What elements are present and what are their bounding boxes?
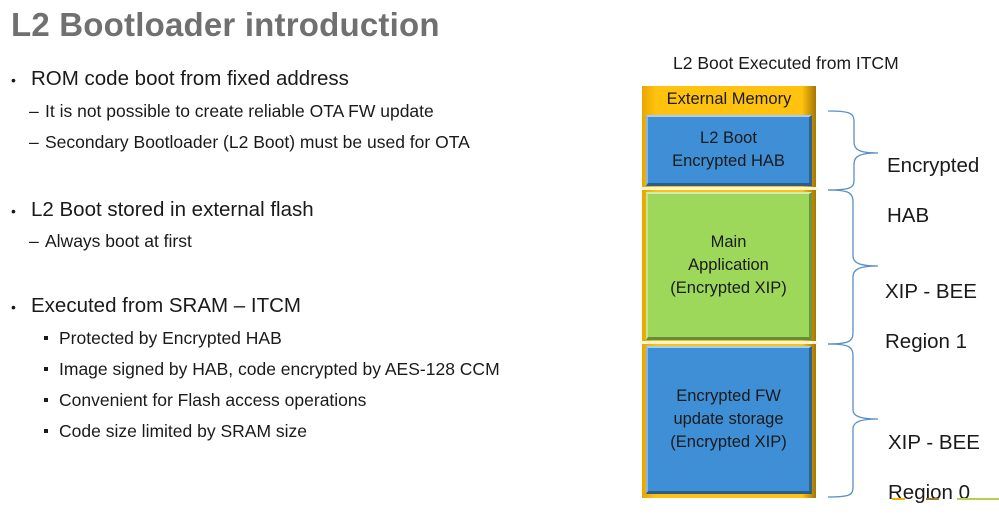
brace-region-0 bbox=[827, 343, 879, 498]
region-label-line: Region 0 bbox=[888, 481, 971, 504]
bullet-item: • Executed from SRAM – ITCM bbox=[11, 294, 301, 318]
sub-bullet-text: It is not possible to create reliable OT… bbox=[45, 101, 434, 121]
sub-bullet-item: – It is not possible to create reliable … bbox=[29, 101, 434, 122]
block-label-line: (Encrypted XIP) bbox=[670, 279, 787, 297]
block-label-line: Encrypted FW bbox=[676, 387, 781, 405]
block-label-line: (Encrypted XIP) bbox=[670, 433, 787, 451]
square-marker bbox=[44, 367, 48, 371]
bullet-list: • ROM code boot from fixed address – It … bbox=[11, 67, 500, 442]
block-divider bbox=[640, 341, 818, 344]
region-braces bbox=[827, 110, 879, 498]
fw-update-storage-block: Encrypted FW update storage (Encrypted X… bbox=[646, 346, 812, 494]
sub-bullet-text: Protected by Encrypted HAB bbox=[59, 328, 282, 348]
diagram-title: L2 Boot Executed from ITCM bbox=[673, 53, 899, 73]
region-label-line: XIP - BEE bbox=[885, 280, 977, 303]
brace-region-1 bbox=[827, 189, 879, 345]
bullet-text: Executed from SRAM – ITCM bbox=[31, 294, 301, 317]
sub-bullet-text: Convenient for Flash access operations bbox=[59, 390, 367, 410]
region-label-line: Region 1 bbox=[885, 330, 968, 353]
sub-bullet-item: – Secondary Bootloader (L2 Boot) must be… bbox=[29, 132, 470, 153]
bullet-item: • ROM code boot from fixed address bbox=[11, 67, 349, 91]
bullet-text: L2 Boot stored in external flash bbox=[31, 198, 314, 221]
sub-bullet-item: Image signed by HAB, code encrypted by A… bbox=[44, 359, 500, 380]
block-label-line: L2 Boot bbox=[700, 129, 757, 147]
footer-decor-strip bbox=[957, 498, 999, 500]
square-marker bbox=[44, 429, 48, 433]
square-marker bbox=[44, 398, 48, 402]
bullet-item: • L2 Boot stored in external flash bbox=[11, 198, 314, 222]
block-label-line: Application bbox=[688, 256, 769, 274]
brace-encrypted-hab bbox=[827, 110, 879, 191]
sub-bullet-item: Convenient for Flash access operations bbox=[44, 390, 367, 411]
footer-decor-strip bbox=[892, 498, 905, 500]
sub-bullet-item: Code size limited by SRAM size bbox=[44, 421, 307, 442]
block-label-line: update storage bbox=[673, 410, 784, 428]
main-application-block: Main Application (Encrypted XIP) bbox=[646, 192, 812, 340]
region-label-line: HAB bbox=[887, 204, 930, 227]
external-memory-label: External Memory bbox=[666, 90, 792, 108]
region-label-line: XIP - BEE bbox=[888, 431, 980, 454]
sub-bullet-item: – Always boot at first bbox=[29, 231, 192, 252]
footer-decor-strip bbox=[926, 498, 939, 500]
sub-bullet-text: Always boot at first bbox=[45, 231, 192, 251]
block-divider bbox=[640, 187, 818, 190]
bullet-marker: • bbox=[11, 299, 16, 315]
slide-title: L2 Bootloader introduction bbox=[11, 6, 440, 43]
dash-marker: – bbox=[29, 231, 39, 251]
dash-marker: – bbox=[29, 101, 39, 121]
block-label-line: Encrypted HAB bbox=[672, 152, 785, 170]
bullet-marker: • bbox=[11, 72, 16, 88]
region-label-xip-bee-1: XIP - BEE Region 1 bbox=[885, 254, 977, 379]
sub-bullet-text: Code size limited by SRAM size bbox=[59, 421, 307, 441]
l2-boot-block: L2 Boot Encrypted HAB bbox=[646, 115, 812, 186]
region-label-encrypted-hab: Encrypted HAB bbox=[887, 128, 979, 253]
region-label-line: Encrypted bbox=[887, 154, 980, 177]
bullet-marker: • bbox=[11, 203, 16, 219]
block-label-line: Main bbox=[710, 233, 747, 251]
dash-marker: – bbox=[29, 132, 39, 152]
square-marker bbox=[44, 336, 48, 340]
region-label-xip-bee-0: XIP - BEE Region 0 bbox=[888, 405, 980, 530]
bullet-text: ROM code boot from fixed address bbox=[31, 67, 349, 90]
sub-bullet-text: Secondary Bootloader (L2 Boot) must be u… bbox=[45, 132, 470, 152]
sub-bullet-text: Image signed by HAB, code encrypted by A… bbox=[59, 359, 500, 379]
sub-bullet-item: Protected by Encrypted HAB bbox=[44, 328, 282, 349]
